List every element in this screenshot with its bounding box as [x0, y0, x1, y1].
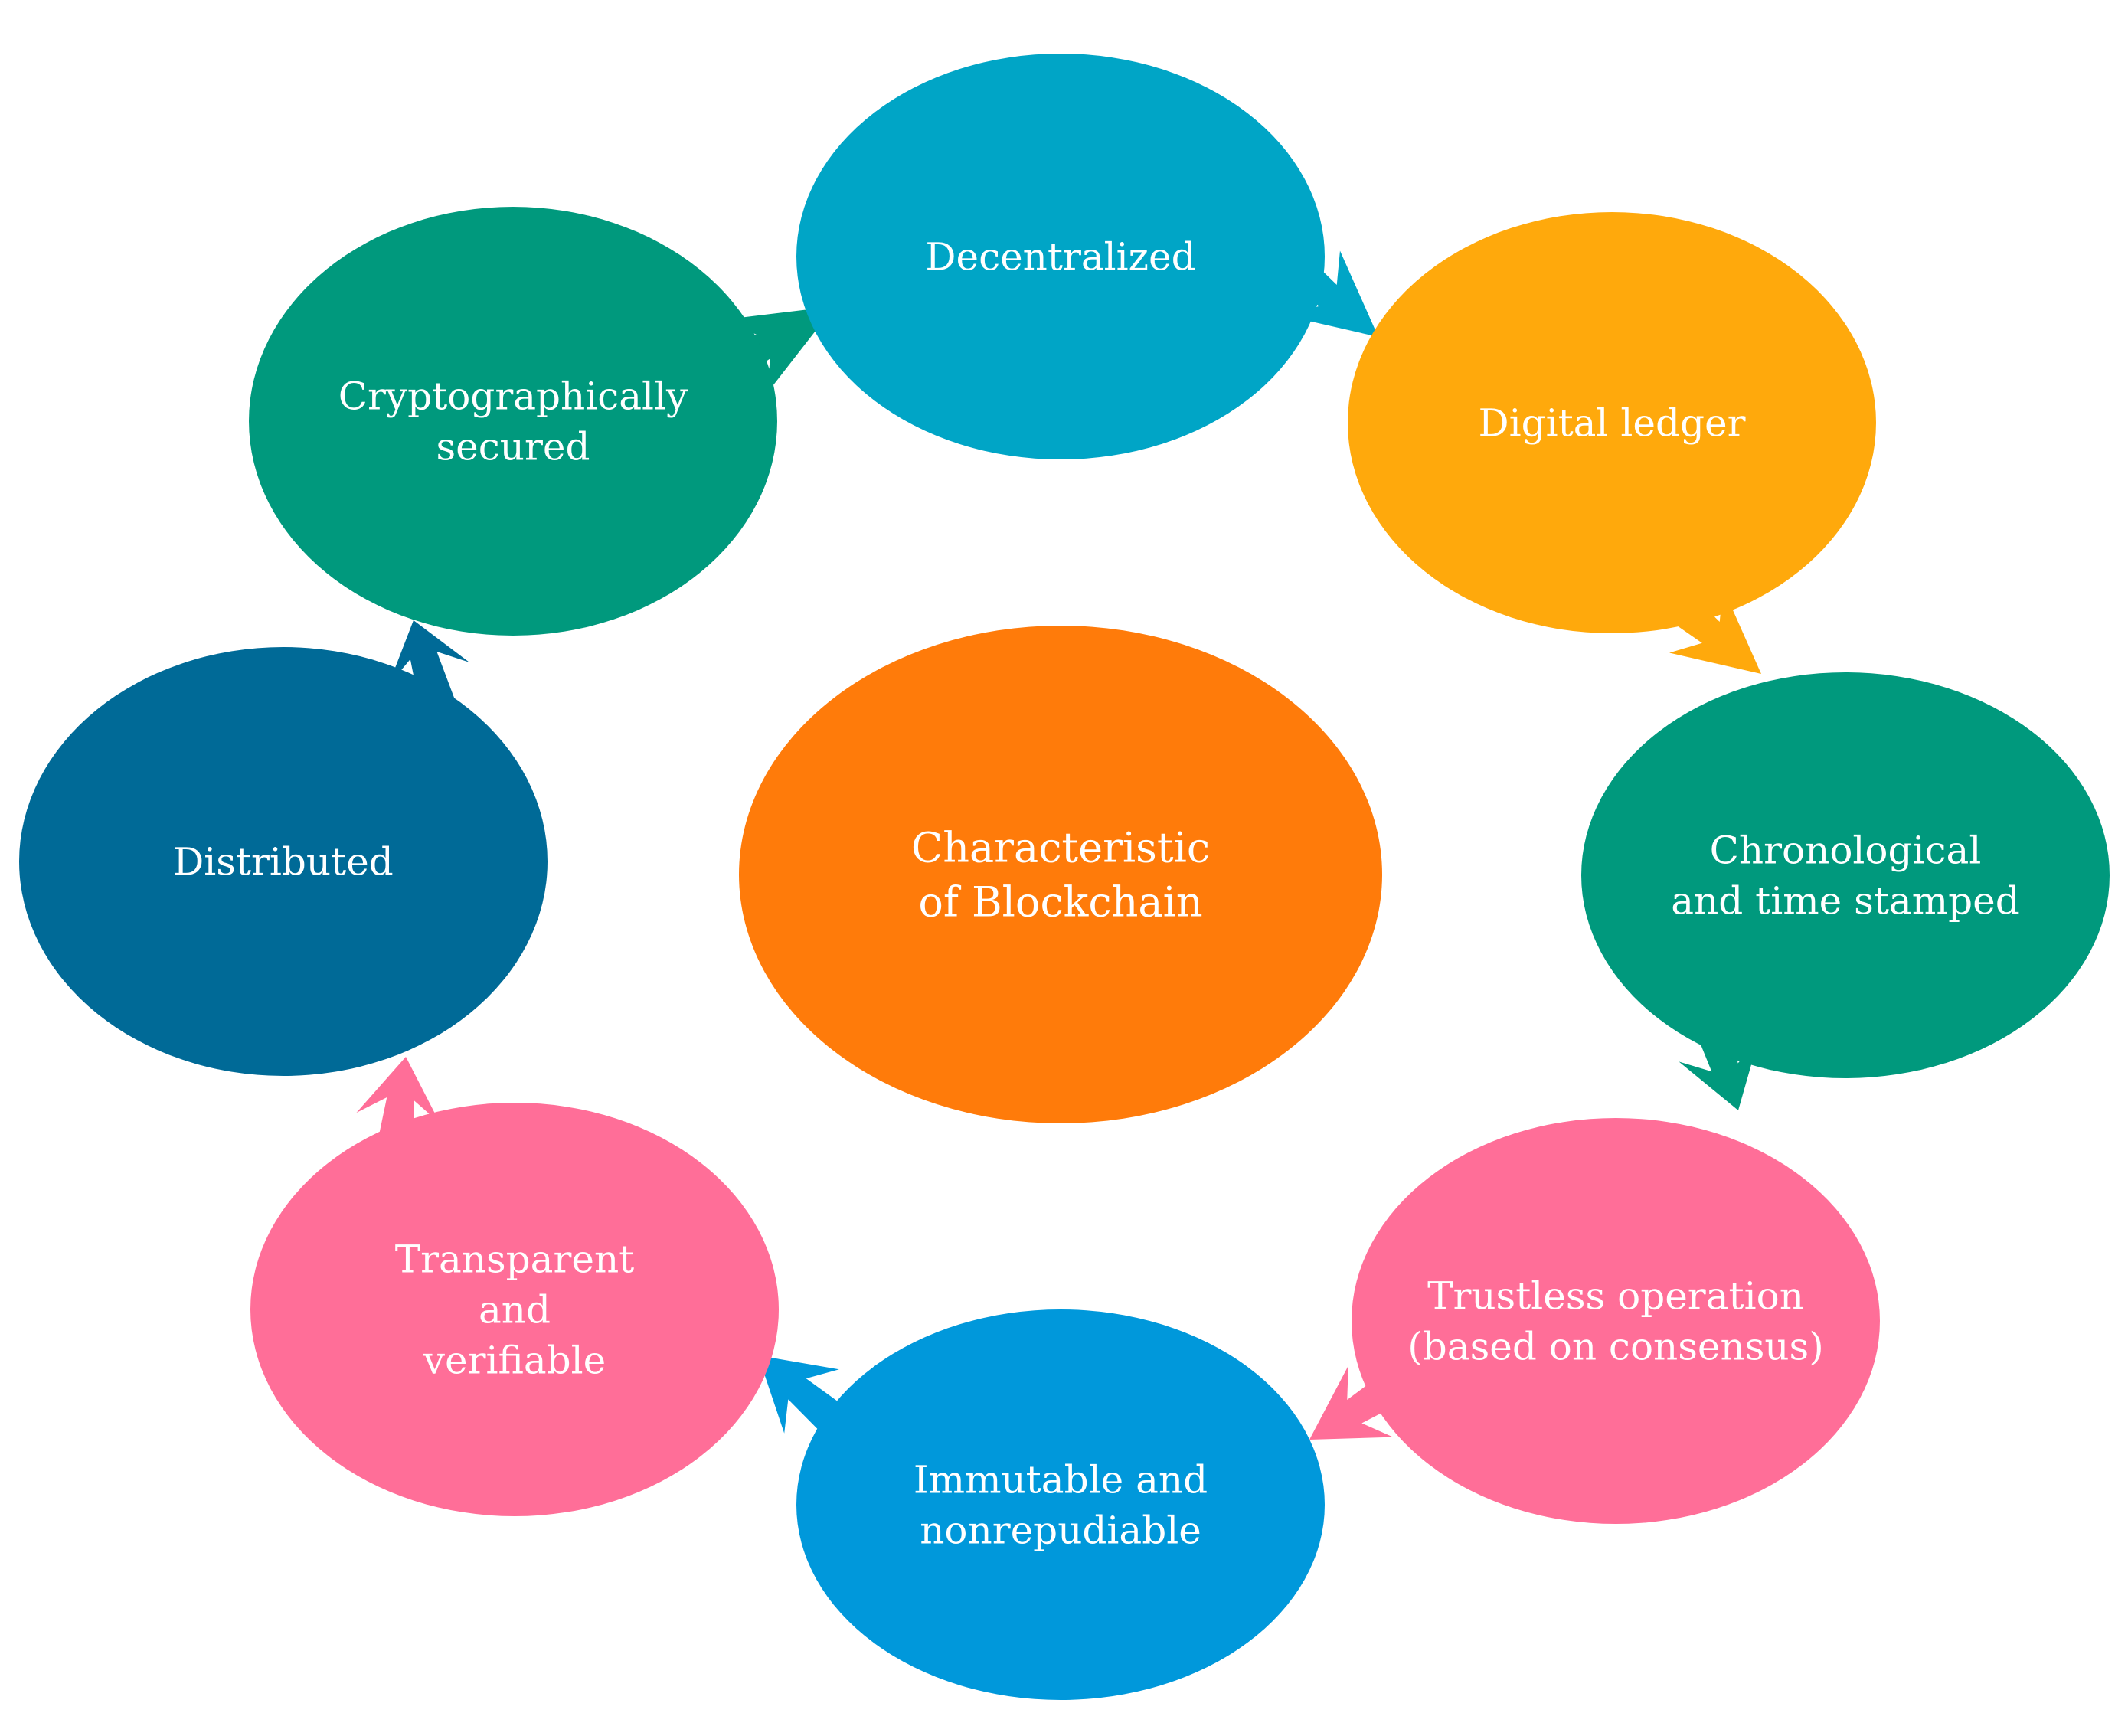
node-digital-ledger: Digital ledger — [1348, 212, 1876, 633]
center-node-label-line-1: Characteristic — [911, 823, 1210, 871]
node-transparent-label-line-1: Transparent — [395, 1237, 635, 1282]
node-distributed-label-line-1: Distributed — [173, 840, 394, 884]
node-trustless-label-line-2: (based on consensus) — [1407, 1325, 1823, 1369]
node-immutable-label-line-2: nonrepudiable — [920, 1509, 1201, 1553]
node-cryptographic-shape — [249, 207, 777, 636]
node-digital-ledger-label-line-1: Digital ledger — [1479, 401, 1746, 446]
center-node-shape — [739, 626, 1382, 1123]
node-cryptographic-label-line-2: secured — [436, 425, 590, 469]
node-decentralized: Decentralized — [796, 54, 1325, 459]
node-cryptographic-label-line-1: Cryptographically — [338, 374, 688, 419]
node-immutable-shape — [796, 1309, 1325, 1700]
node-decentralized-label-line-1: Decentralized — [925, 235, 1195, 280]
node-transparent: Transparent and verifiable — [250, 1103, 779, 1516]
node-distributed-shape — [19, 647, 548, 1076]
node-transparent-label-line-3: verifiable — [423, 1339, 606, 1383]
node-trustless-label-line-1: Trustless operation — [1427, 1274, 1804, 1319]
node-trustless: Trustless operation (based on consensus) — [1352, 1118, 1880, 1524]
node-distributed: Distributed — [19, 647, 548, 1076]
node-decentralized-shape — [796, 54, 1325, 459]
center-node: Characteristic of Blockchain — [739, 626, 1382, 1123]
node-transparent-label-line-2: and — [479, 1288, 551, 1332]
center-node-label-line-2: of Blockchain — [918, 878, 1202, 927]
node-chronological: Chronological and time stamped — [1581, 672, 2110, 1078]
node-transparent-shape — [250, 1103, 779, 1516]
node-cryptographic: Cryptographically secured — [249, 207, 777, 636]
node-immutable-label-line-1: Immutable and — [914, 1458, 1208, 1502]
node-immutable: Immutable and nonrepudiable — [796, 1309, 1325, 1700]
node-trustless-shape — [1352, 1118, 1880, 1524]
node-digital-ledger-shape — [1348, 212, 1876, 633]
node-chronological-label-line-2: and time stamped — [1671, 879, 2019, 924]
arrow-transparent-to-distributed — [356, 1057, 440, 1166]
node-chronological-label-line-1: Chronological — [1710, 829, 1982, 873]
node-chronological-shape — [1581, 672, 2110, 1078]
